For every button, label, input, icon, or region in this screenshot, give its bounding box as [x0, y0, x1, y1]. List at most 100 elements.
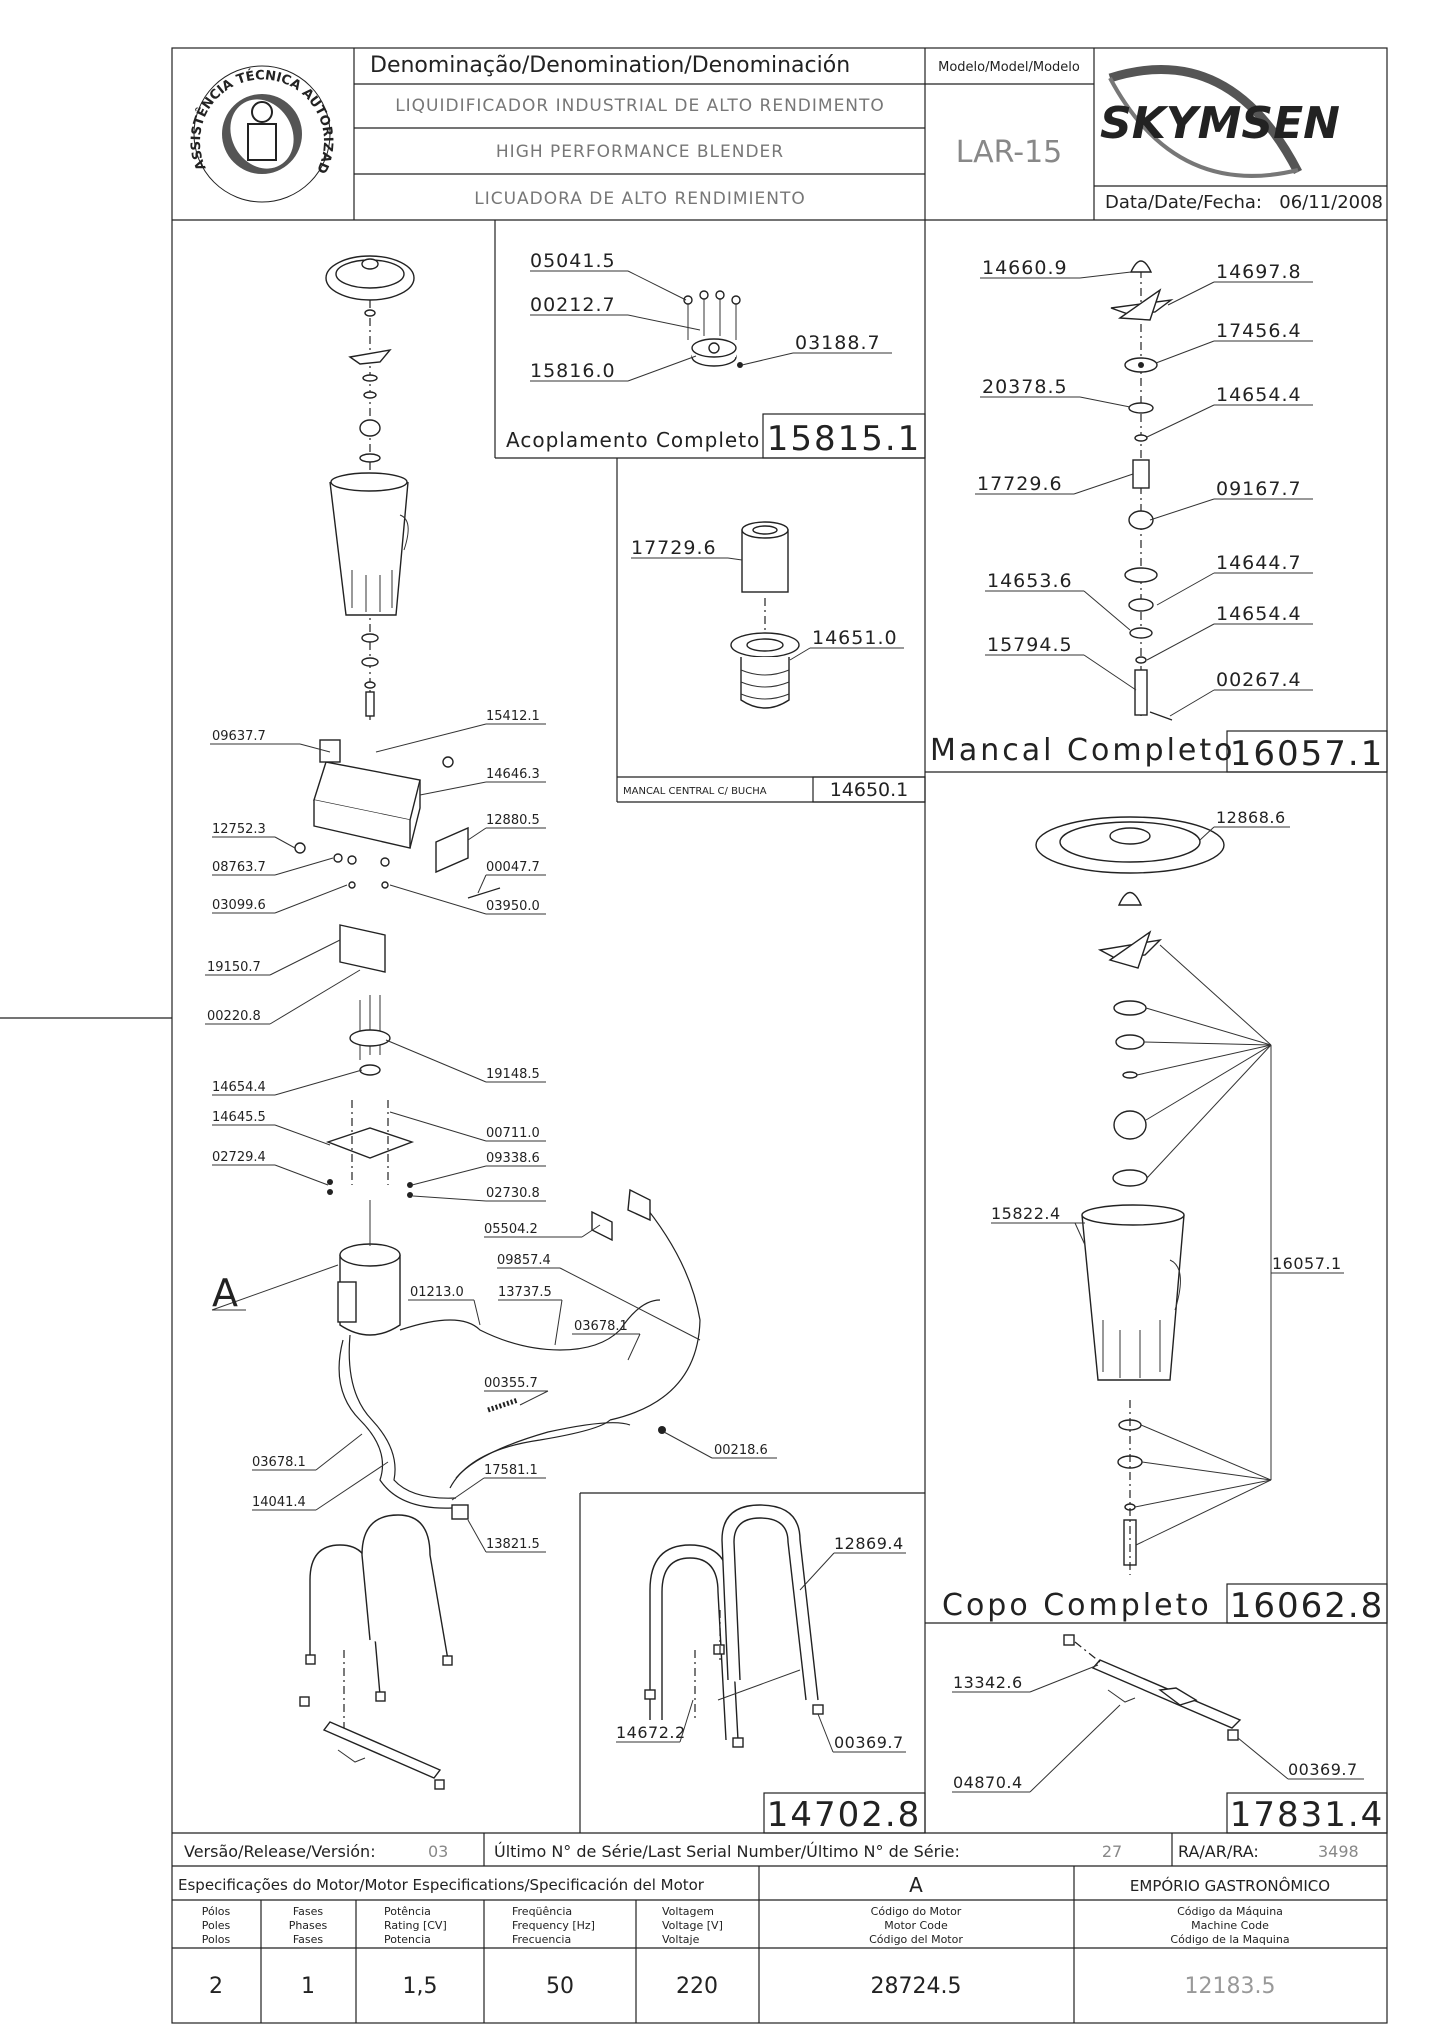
footer-block: Versão/Release/Versión: 03 Último N° de … — [172, 1832, 1387, 2023]
central-bearing-callouts — [631, 557, 904, 661]
part-label: 09338.6 — [486, 1151, 540, 1166]
coupling-title: Acoplamento Completo — [506, 428, 760, 452]
part-label: 00369.7 — [1288, 1760, 1358, 1779]
cup-code: 16062.8 — [1230, 1586, 1385, 1626]
col-motor-code-l2: Motor Code — [884, 1919, 948, 1932]
part-label: 13737.5 — [498, 1285, 552, 1300]
ra-value: 3498 — [1318, 1842, 1359, 1861]
col-freq-l2: Frequency [Hz] — [512, 1919, 595, 1932]
model-number: LAR-15 — [956, 135, 1063, 170]
part-label: 14654.4 — [1216, 384, 1302, 406]
central-bearing-title: MANCAL CENTRAL C/ BUCHA — [623, 786, 767, 797]
part-label: 05504.2 — [484, 1222, 538, 1237]
model-title: Modelo/Model/Modelo — [938, 60, 1080, 75]
part-label: 16057.1 — [1272, 1254, 1342, 1273]
part-label: 00047.7 — [486, 860, 540, 875]
part-label: 03678.1 — [252, 1455, 306, 1470]
cup-illustration — [991, 816, 1344, 1575]
part-label: 14651.0 — [812, 627, 898, 649]
part-label: 05041.5 — [530, 250, 616, 272]
part-label: 09857.4 — [497, 1253, 551, 1268]
part-label: 00267.4 — [1216, 669, 1302, 691]
version-value: 03 — [428, 1842, 448, 1861]
part-label: 14653.6 — [987, 570, 1073, 592]
part-label: 03678.1 — [574, 1319, 628, 1334]
col-motor-code-l1: Código do Motor — [871, 1905, 962, 1918]
coupling-code: 15815.1 — [767, 419, 922, 459]
voltage-value: 220 — [676, 1974, 718, 1999]
brand-name: SKYMSEN — [1100, 98, 1340, 149]
bearing-title: Mancal Completo — [930, 733, 1236, 768]
col-power-l3: Potencia — [384, 1933, 431, 1946]
part-label: 17581.1 — [484, 1463, 538, 1478]
part-label: 15794.5 — [987, 634, 1073, 656]
company-name: EMPÓRIO GASTRONÔMICO — [1130, 1876, 1330, 1895]
col-phases-l2: Phases — [289, 1919, 328, 1932]
col-motor-code-l3: Código del Motor — [869, 1933, 963, 1946]
part-label: 14672.2 — [616, 1723, 686, 1742]
col-voltage-l3: Voltaje — [662, 1933, 700, 1946]
date-value: 06/11/2008 — [1279, 192, 1383, 213]
part-label: 15412.1 — [486, 709, 540, 724]
part-label: 09167.7 — [1216, 478, 1302, 500]
part-label: 02730.8 — [486, 1186, 540, 1201]
stand-callouts — [616, 1552, 906, 1753]
central-bearing-illustration — [730, 521, 800, 709]
phases-value: 1 — [301, 1974, 315, 1999]
part-label: 14660.9 — [982, 257, 1068, 279]
part-label: 14646.3 — [486, 767, 540, 782]
part-label: 14645.5 — [212, 1110, 266, 1125]
crossbar-code: 17831.4 — [1230, 1795, 1385, 1835]
part-label: 14654.4 — [212, 1080, 266, 1095]
ra-label: RA/AR/RA: — [1178, 1842, 1259, 1861]
part-label: 14697.8 — [1216, 261, 1302, 283]
col-power-l1: Potência — [384, 1905, 431, 1918]
col-phases-l1: Fases — [293, 1905, 324, 1918]
part-label: 03188.7 — [795, 332, 881, 354]
part-label: 00218.6 — [714, 1443, 768, 1458]
serial-value: 27 — [1102, 1842, 1122, 1861]
col-machine-code-l3: Código de la Maquina — [1170, 1933, 1289, 1946]
part-label: 00220.8 — [207, 1009, 261, 1024]
col-machine-code-l1: Código da Máquina — [1177, 1905, 1283, 1918]
motor-letter: A — [909, 1873, 923, 1897]
coupling-illustration — [683, 290, 743, 368]
machine-code-value: 12183.5 — [1185, 1974, 1276, 1999]
crossbar-illustration — [1063, 1634, 1242, 1741]
stand-code: 14702.8 — [767, 1795, 922, 1835]
part-label: 12868.6 — [1216, 808, 1286, 827]
part-label: 20378.5 — [982, 376, 1068, 398]
part-label: 00355.7 — [484, 1376, 538, 1391]
cup-title: Copo Completo — [942, 1588, 1212, 1623]
col-machine-code-l2: Machine Code — [1191, 1919, 1269, 1932]
assembly-borders — [494, 220, 1388, 1834]
drawing-frame — [171, 47, 1388, 2024]
frequency-value: 50 — [546, 1974, 574, 1999]
part-label: 19150.7 — [207, 960, 261, 975]
col-voltage-l1: Voltagem — [662, 1905, 714, 1918]
part-label: 03950.0 — [486, 899, 540, 914]
part-label: 17456.4 — [1216, 320, 1302, 342]
crossbar-callouts — [952, 1664, 1364, 1793]
part-label: 14654.4 — [1216, 603, 1302, 625]
main-callouts — [205, 723, 777, 1553]
denomination-title: Denominação/Denomination/Denominación — [370, 53, 850, 78]
bearing-illustration — [1110, 260, 1174, 721]
col-poles-l2: Poles — [202, 1919, 231, 1932]
title-block: Denominação/Denomination/Denominación LI… — [0, 0, 1387, 221]
part-label: 01213.0 — [410, 1285, 464, 1300]
part-label: 12752.3 — [212, 822, 266, 837]
serial-label: Último N° de Série/Last Serial Number/Úl… — [494, 1842, 960, 1861]
bearing-code: 16057.1 — [1230, 734, 1385, 774]
part-label: 13342.6 — [953, 1673, 1023, 1692]
poles-value: 2 — [209, 1974, 223, 1999]
central-bearing-code: 14650.1 — [830, 779, 909, 801]
col-poles-l3: Polos — [202, 1933, 231, 1946]
date-label: Data/Date/Fecha: — [1105, 192, 1262, 213]
motor-letter-label: A — [212, 1271, 238, 1315]
stand-illustration — [644, 1504, 824, 1748]
name-pt: LIQUIDIFICADOR INDUSTRIAL DE ALTO RENDIM… — [395, 96, 885, 116]
motor-spec-title: Especificações do Motor/Motor Especifica… — [178, 1876, 705, 1894]
